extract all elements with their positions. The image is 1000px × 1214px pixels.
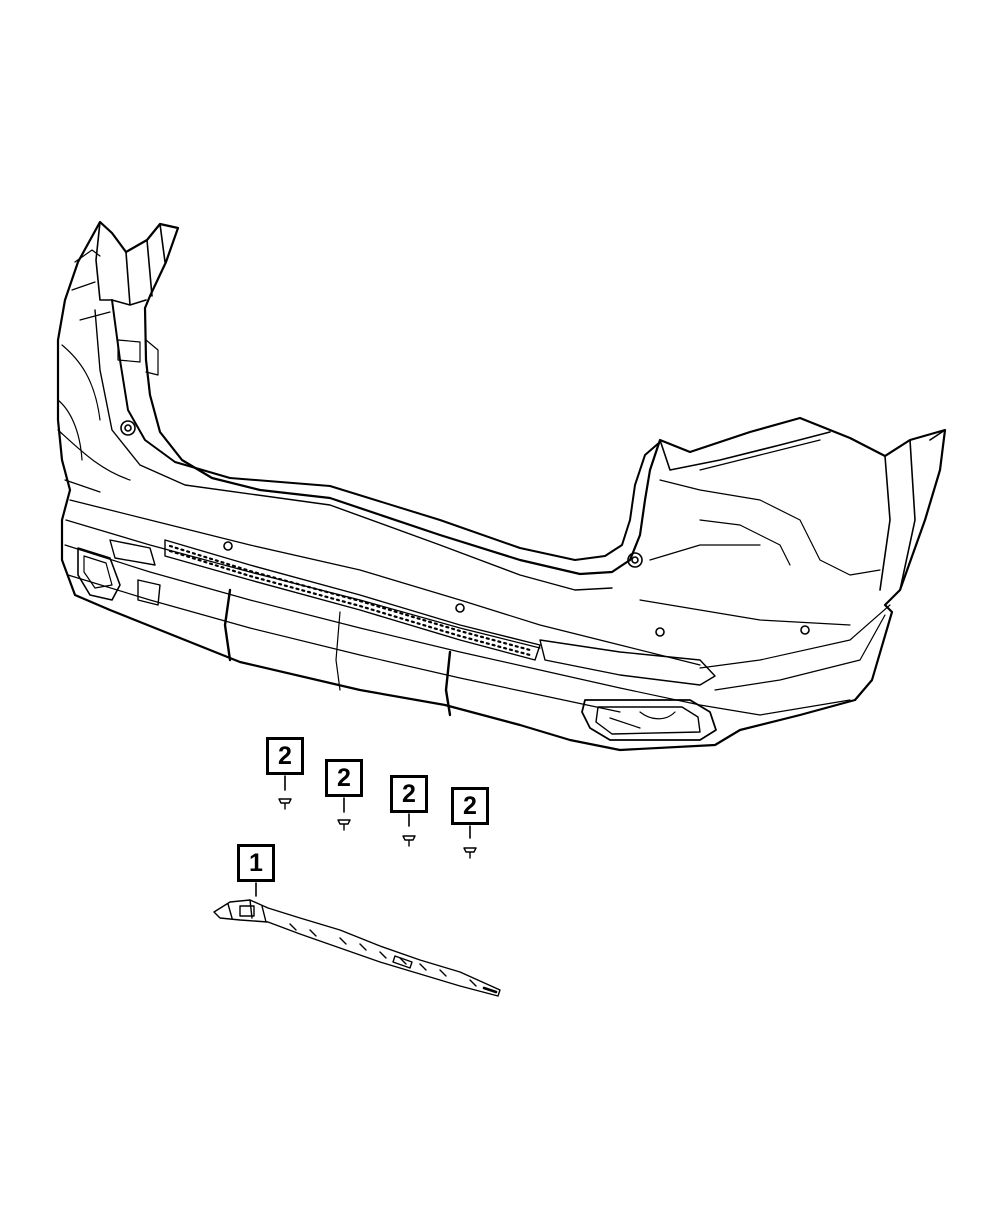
- bumper-fascia: [56, 220, 947, 752]
- callout-label: 2: [463, 791, 477, 820]
- right-flange: [659, 429, 946, 591]
- trunk-opening-inner: [94, 309, 613, 591]
- bumper-outline: [56, 220, 947, 752]
- callout-box-screw: 2: [390, 775, 428, 813]
- mesh-band: [164, 539, 541, 661]
- screw-1: [278, 798, 292, 810]
- callout-box-bracket: 1: [237, 844, 275, 882]
- screw-4: [463, 847, 477, 859]
- left-flange: [95, 221, 166, 306]
- callout-box-screw: 2: [325, 759, 363, 797]
- screw-3: [402, 835, 416, 847]
- left-exhaust-opening: [77, 547, 121, 601]
- screw-2: [337, 819, 351, 831]
- callout-label: 2: [402, 779, 416, 808]
- park-sensor-holes: [120, 420, 810, 637]
- callout-label: 1: [249, 848, 263, 877]
- callout-box-screw: 2: [451, 787, 489, 825]
- trunk-opening-edge: [111, 299, 661, 561]
- callout-label: 2: [337, 763, 351, 792]
- right-exhaust-opening: [581, 699, 717, 741]
- leader-lines: [255, 775, 471, 897]
- sensor-bracket: [213, 899, 501, 997]
- callout-box-screw: 2: [266, 737, 304, 775]
- callout-label: 2: [278, 741, 292, 770]
